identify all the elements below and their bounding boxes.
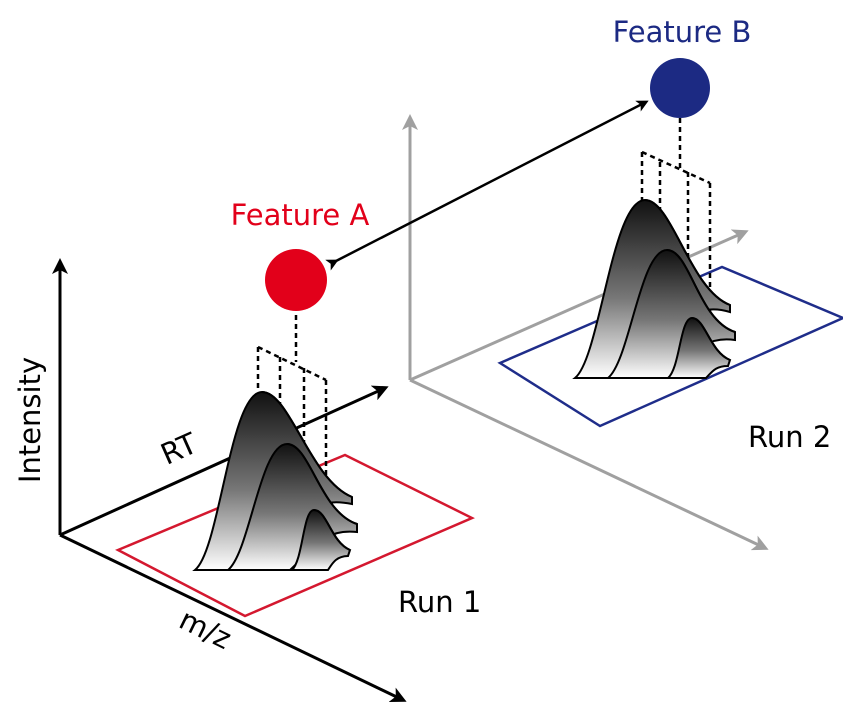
rt-axis-label: RT [156, 426, 203, 472]
feature-b-label: Feature B [613, 15, 752, 49]
run-1-rt-axis [59, 385, 389, 537]
feature-b-marker [650, 58, 710, 118]
run-1-group: Feature A Run 1 Intensity RT m/z [13, 198, 481, 703]
run-1-mz-axis [59, 533, 407, 703]
feature-match-arrow [325, 100, 649, 271]
run-2-label: Run 2 [748, 420, 831, 454]
run-2-group: Feature B Run 2 [402, 15, 843, 551]
run-2-mz-axis [409, 378, 769, 551]
feature-a-label: Feature A [231, 198, 370, 232]
run-1-label: Run 1 [398, 585, 481, 619]
mz-axis-label: m/z [174, 602, 237, 656]
feature-a-marker [265, 249, 327, 311]
intensity-axis-label: Intensity [13, 357, 47, 483]
